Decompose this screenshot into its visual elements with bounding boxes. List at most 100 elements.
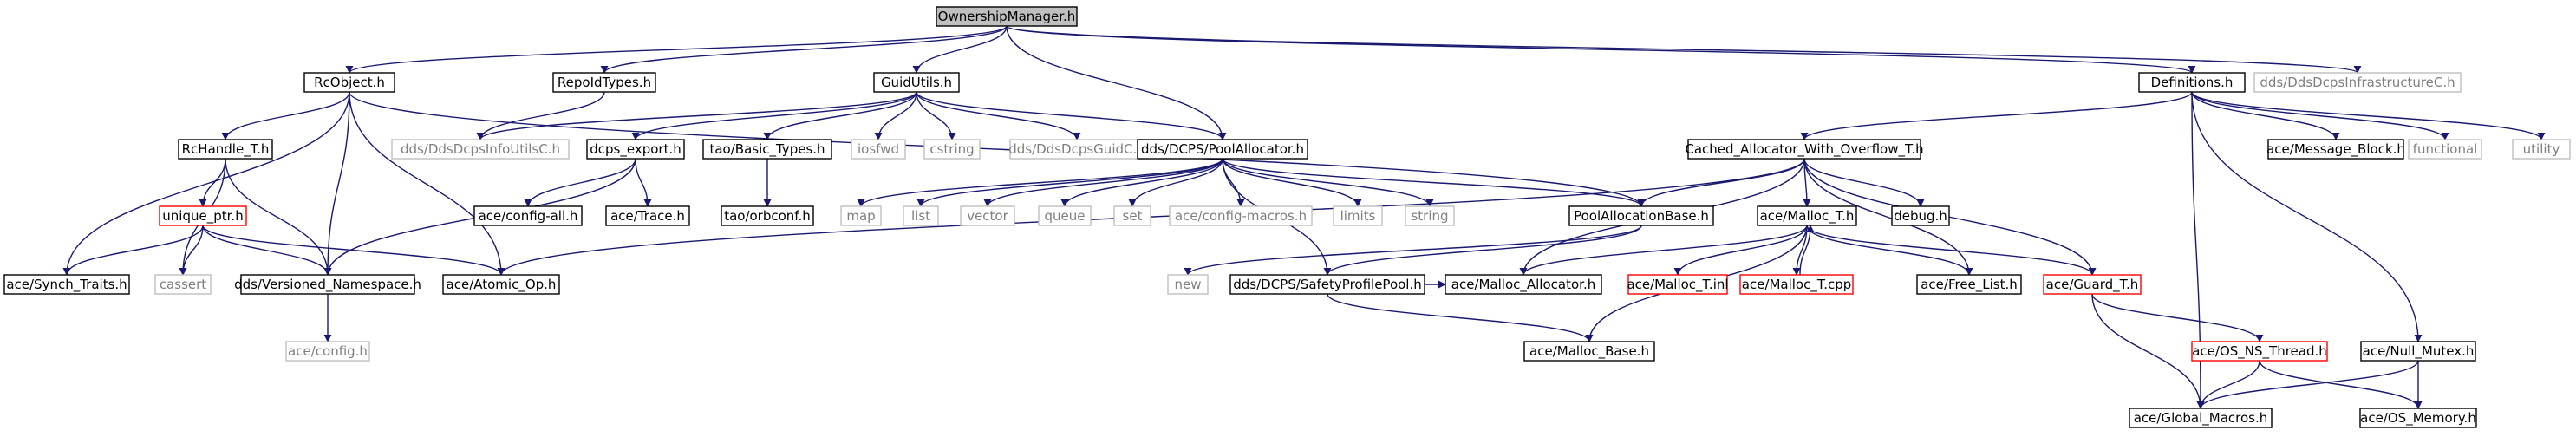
edge-rcobject-to-versioned-ns	[323, 91, 350, 276]
node-orbconf[interactable]: tao/orbconf.h	[721, 205, 814, 226]
node-functional[interactable]: functional	[2408, 139, 2482, 160]
node-definitions[interactable]: Definitions.h	[2138, 72, 2246, 93]
node-cassert[interactable]: cassert	[154, 274, 212, 295]
edge-definitions-to-cached-alloc	[1800, 91, 2193, 140]
node-iosfwd[interactable]: iosfwd	[851, 139, 906, 160]
edge-cached-alloc-to-pool-alloc-base	[1637, 158, 1805, 207]
node-box	[2191, 341, 2328, 362]
node-label: ace/config-macros.h	[1175, 208, 1307, 224]
node-versioned-ns[interactable]: dds/Versioned_Namespace.h	[234, 274, 421, 295]
node-box	[1916, 274, 2022, 295]
node-label: ace/Malloc_T.h	[1760, 208, 1855, 225]
node-malloc-t-inl[interactable]: ace/Malloc_T.inl	[1627, 274, 1729, 295]
node-box	[1137, 139, 1308, 160]
node-label: utility	[2523, 141, 2560, 157]
node-dds-infra[interactable]: dds/DdsDcpsInfrastructureC.h	[2253, 72, 2462, 93]
node-label: ace/Malloc_T.cpp	[1742, 277, 1852, 293]
node-ace-config[interactable]: ace/config.h	[285, 341, 370, 362]
node-dds-guid[interactable]: dds/DdsDcpsGuidC.h	[1008, 139, 1145, 160]
node-string[interactable]: string	[1405, 205, 1455, 226]
node-label: list	[911, 208, 930, 224]
node-box	[923, 139, 981, 160]
node-limits[interactable]: limits	[1333, 205, 1383, 226]
node-os-memory[interactable]: ace/OS_Memory.h	[2359, 408, 2477, 428]
node-label: dds/DdsDcpsInfoUtilsC.h	[401, 141, 560, 157]
node-box	[1757, 205, 1857, 226]
node-list[interactable]: list	[903, 205, 939, 226]
edge-pool-allocator-to-list	[916, 158, 1223, 207]
node-malloc-t[interactable]: ace/Malloc_T.h	[1757, 205, 1857, 226]
edge-guidutils-to-iosfwd	[874, 91, 917, 140]
edge-definitions-to-null-mutex	[2191, 91, 2423, 342]
node-repoidtypes[interactable]: RepoIdTypes.h	[552, 72, 656, 93]
node-malloc-t-cpp[interactable]: ace/Malloc_T.cpp	[1739, 274, 1854, 295]
node-box	[721, 205, 814, 226]
node-label: ace/Null_Mutex.h	[2363, 343, 2475, 360]
node-atomic-op[interactable]: ace/Atomic_Op.h	[442, 274, 560, 295]
edge-ownership-manager-to-guidutils	[912, 25, 1008, 74]
node-synch-traits[interactable]: ace/Synch_Traits.h	[3, 274, 130, 295]
node-free-list[interactable]: ace/Free_List.h	[1916, 274, 2022, 295]
node-safety-pool[interactable]: dds/DCPS/SafetyProfilePool.h	[1229, 274, 1425, 295]
node-pool-allocator[interactable]: dds/DCPS/PoolAllocator.h	[1137, 139, 1308, 160]
node-null-mutex[interactable]: ace/Null_Mutex.h	[2360, 341, 2476, 362]
node-label: debug.h	[1894, 208, 1947, 224]
node-label: ace/config.h	[288, 343, 368, 359]
node-cstring[interactable]: cstring	[923, 139, 981, 160]
edge-guidutils-to-tao-basic	[763, 91, 917, 140]
node-queue[interactable]: queue	[1038, 205, 1092, 226]
node-os-ns-thread[interactable]: ace/OS_NS_Thread.h	[2191, 341, 2328, 362]
node-label: RcHandle_T.h	[182, 141, 270, 158]
edge-guard-t-to-global-macros	[2091, 293, 2205, 409]
node-label: limits	[1340, 208, 1376, 224]
node-rchandle[interactable]: RcHandle_T.h	[178, 139, 273, 160]
edge-pool-allocator-to-queue	[1060, 158, 1223, 207]
edge-safety-pool-to-malloc-base	[1327, 293, 1594, 342]
node-guard-t[interactable]: ace/Guard_T.h	[2043, 274, 2142, 295]
node-label: Cached_Allocator_With_Overflow_T.h	[1685, 141, 1923, 158]
node-new[interactable]: new	[1167, 274, 1209, 295]
node-malloc-base[interactable]: ace/Malloc_Base.h	[1523, 341, 1655, 362]
node-box	[851, 139, 906, 160]
edge-definitions-to-utility	[2191, 91, 2546, 140]
node-label: ace/OS_NS_Thread.h	[2192, 343, 2327, 360]
node-config-all[interactable]: ace/config-all.h	[473, 205, 583, 226]
node-config-macros[interactable]: ace/config-macros.h	[1169, 205, 1313, 226]
edge-os-ns-thread-to-os-memory	[2259, 360, 2423, 409]
edge-pool-allocator-to-string	[1222, 158, 1434, 207]
edge-guidutils-to-dcps-export	[631, 91, 917, 140]
node-global-macros[interactable]: ace/Global_Macros.h	[2129, 408, 2273, 428]
node-box	[960, 205, 1015, 226]
edge-ownership-manager-to-pool-allocator	[1006, 25, 1227, 140]
node-guidutils[interactable]: GuidUtils.h	[873, 72, 960, 93]
node-map[interactable]: map	[840, 205, 882, 226]
node-ownership-manager[interactable]: OwnershipManager.h	[936, 6, 1078, 27]
node-trace[interactable]: ace/Trace.h	[605, 205, 690, 226]
node-unique-ptr[interactable]: unique_ptr.h	[159, 205, 247, 226]
edge-ownership-manager-to-definitions	[1006, 25, 2196, 74]
node-box	[2138, 72, 2246, 93]
node-vector[interactable]: vector	[960, 205, 1015, 226]
node-dds-infoutils[interactable]: dds/DdsDcpsInfoUtilsC.h	[391, 139, 570, 160]
node-label: ace/Synch_Traits.h	[6, 277, 127, 293]
node-malloc-allocator[interactable]: ace/Malloc_Allocator.h	[1445, 274, 1602, 295]
node-box	[1891, 205, 1950, 226]
node-box	[2129, 408, 2273, 428]
node-box	[2408, 139, 2482, 160]
node-dcps-export[interactable]: dcps_export.h	[586, 139, 685, 160]
node-message-block[interactable]: ace/Message_Block.h	[2266, 139, 2405, 160]
node-box	[2043, 274, 2142, 295]
node-pool-alloc-base[interactable]: PoolAllocationBase.h	[1568, 205, 1714, 226]
node-utility[interactable]: utility	[2512, 139, 2571, 160]
node-set[interactable]: set	[1113, 205, 1151, 226]
node-label: ace/Malloc_Base.h	[1529, 343, 1649, 360]
node-label: OwnershipManager.h	[938, 9, 1076, 24]
node-box	[2359, 408, 2477, 428]
node-label: ace/Message_Block.h	[2266, 141, 2405, 158]
node-rcobject[interactable]: RcObject.h	[303, 72, 395, 93]
node-cached-alloc[interactable]: Cached_Allocator_With_Overflow_T.h	[1685, 139, 1924, 160]
node-tao-basic[interactable]: tao/Basic_Types.h	[702, 139, 832, 160]
node-label: dcps_export.h	[590, 141, 681, 158]
node-debug[interactable]: debug.h	[1891, 205, 1950, 226]
